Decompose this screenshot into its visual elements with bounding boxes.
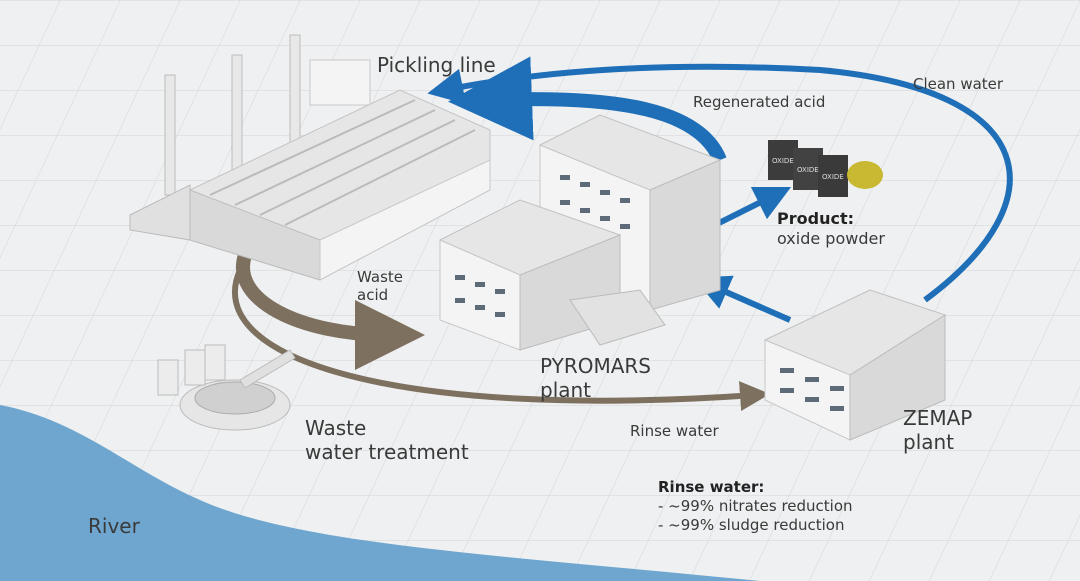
river-label: River — [88, 514, 141, 538]
pyromars-label-line1: PYROMARS — [540, 354, 651, 378]
note-line-nitrates: - ~99% nitrates reduction — [658, 497, 853, 515]
zemap-return-arrow — [693, 275, 792, 323]
pickling-line-building — [129, 34, 491, 281]
bag-label: OXIDE — [797, 166, 819, 174]
waste-acid-label-line2: acid — [357, 286, 388, 304]
rinse-water-label: Rinse water — [630, 422, 719, 440]
zemap-label-line2: plant — [903, 430, 954, 454]
clean-water-arrow — [427, 63, 1013, 303]
rinse-water-arrow — [231, 268, 770, 412]
clean-water-label: Clean water — [913, 75, 1004, 93]
pyromars-label-line2: plant — [540, 378, 591, 402]
regenerated-acid-label: Regenerated acid — [693, 93, 825, 111]
note-line-sludge: - ~99% sludge reduction — [658, 516, 844, 534]
bag-label: OXIDE — [772, 157, 794, 165]
product-title: Product: — [777, 209, 854, 228]
wwt-label-line2: water treatment — [305, 440, 469, 464]
note-title: Rinse water: — [658, 478, 764, 496]
product-arrow — [713, 186, 792, 228]
river-shape — [0, 405, 760, 581]
waste-acid-label-line1: Waste — [357, 268, 403, 286]
pyromars-building — [438, 114, 722, 351]
zemap-label-line1: ZEMAP — [903, 406, 972, 430]
regenerated-acid-arrow — [448, 56, 727, 163]
bag-label: OXIDE — [822, 173, 844, 181]
zemap-building — [763, 289, 947, 441]
waste-acid-arrow — [236, 252, 425, 370]
product-description: oxide powder — [777, 229, 885, 248]
oxide-bags: OXIDE OXIDE OXIDE — [768, 140, 883, 197]
waste-water-treatment-facility — [157, 344, 296, 431]
pickling-line-label: Pickling line — [377, 53, 496, 77]
wwt-label-line1: Waste — [305, 416, 366, 440]
